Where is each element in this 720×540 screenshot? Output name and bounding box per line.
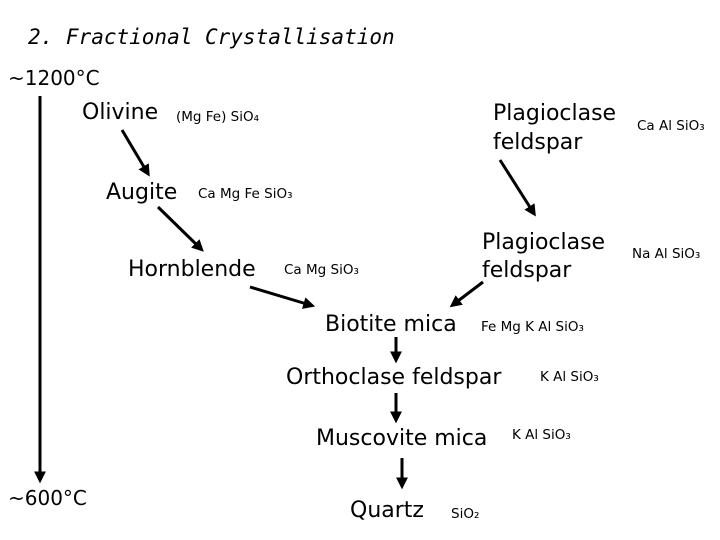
arrow-olivine-augite [120,129,150,177]
mineral-quartz: Quartz [350,498,424,523]
formula-olivine: (Mg Fe) SiO₄ [176,109,260,125]
mineral-plagioclase-na-line2: feldspar [482,258,572,283]
mineral-hornblende: Hornblende [128,257,256,282]
mineral-plagioclase-ca-line1: Plagioclase [493,101,617,126]
formula-plagioclase-na: Na Al SiO₃ [632,246,701,262]
mineral-biotite-mica: Biotite mica [325,312,457,337]
mineral-plagioclase-na-line1: Plagioclase [482,230,606,255]
arrow-plagioclase-biotite [449,280,484,308]
arrow-plagioclase-ca-na [498,159,536,217]
formula-biotite-mica: Fe Mg K Al SiO₃ [481,319,584,335]
formula-quartz: SiO₂ [451,506,480,522]
formula-hornblende: Ca Mg SiO₃ [284,262,359,278]
arrow-hornblende-biotite [249,285,316,309]
mineral-orthoclase-feldspar: Orthoclase feldspar [286,365,502,390]
mineral-plagioclase-ca-line2: feldspar [493,130,583,155]
temperature-high-label: ~1200°C [8,66,100,90]
formula-orthoclase-feldspar: K Al SiO₃ [540,369,599,385]
mineral-augite: Augite [106,180,178,205]
formula-augite: Ca Mg Fe SiO₃ [198,186,293,202]
mineral-olivine: Olivine [82,100,159,125]
diagram-title: 2. Fractional Crystallisation [28,25,395,49]
formula-muscovite-mica: K Al SiO₃ [512,427,571,443]
formula-plagioclase-ca: Ca Al SiO₃ [637,118,705,134]
arrow-augite-hornblende [156,205,204,252]
temperature-low-label: ~600°C [8,486,87,510]
mineral-muscovite-mica: Muscovite mica [316,426,488,451]
